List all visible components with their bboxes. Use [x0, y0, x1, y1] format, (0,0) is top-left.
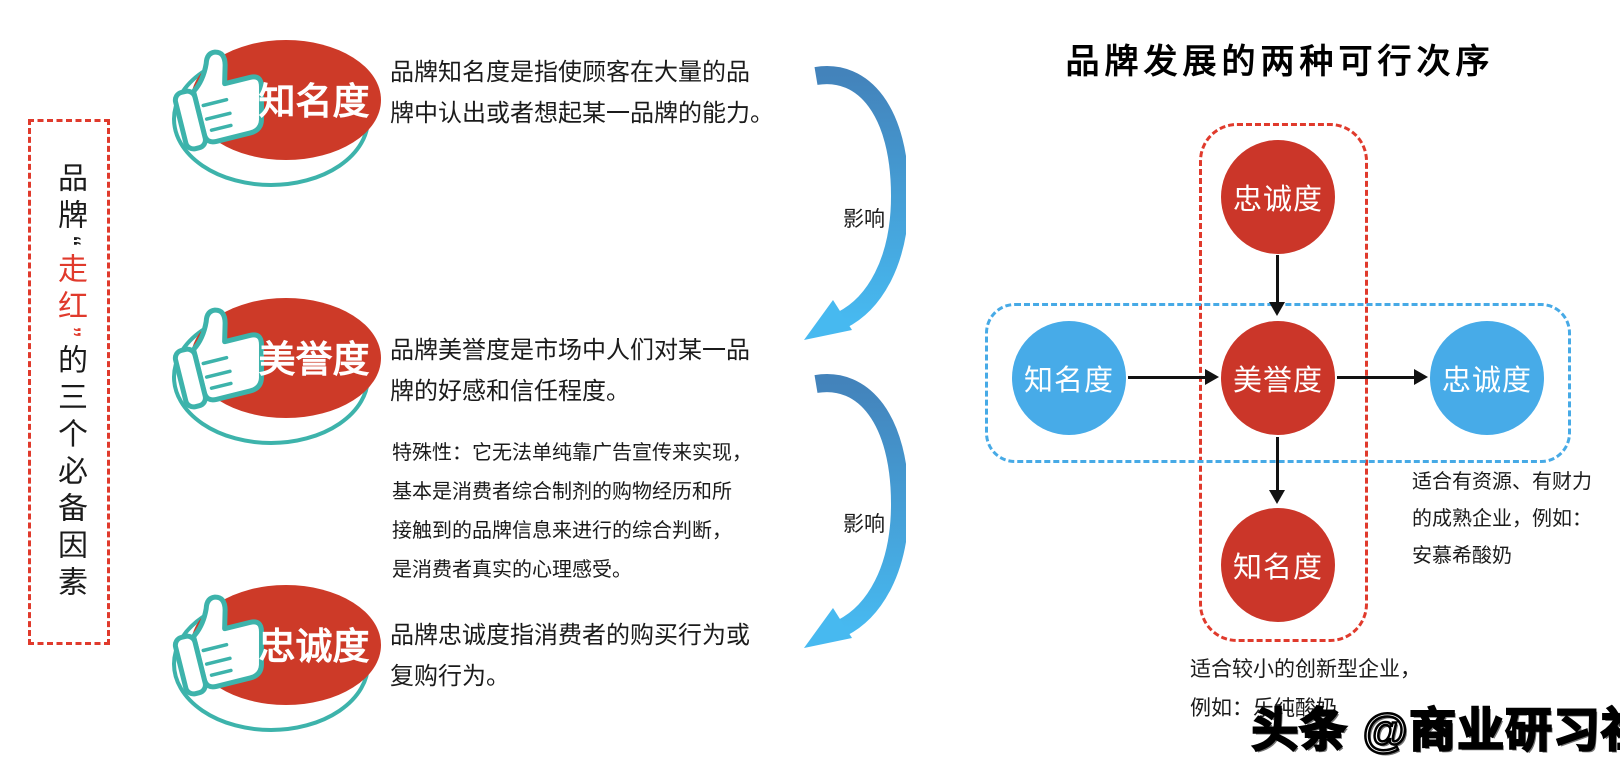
open-quote: “ — [53, 235, 86, 253]
node-label: 忠诚度 — [1232, 184, 1323, 216]
node-reputation-center: 美誉度 — [1221, 321, 1335, 435]
arrowhead — [1205, 369, 1219, 385]
node-label: 知名度 — [1023, 365, 1114, 397]
right-panel-title: 品牌发展的两种可行次序 — [1065, 43, 1495, 81]
node-loyalty-top: 忠诚度 — [1221, 140, 1335, 254]
badge-label: 知名度 — [259, 81, 370, 122]
vertical-path-outline — [1199, 123, 1368, 642]
reputation-badge: 美誉度 — [172, 298, 381, 445]
badge-label: 美誉度 — [259, 339, 370, 380]
arrow-down-icon — [1269, 437, 1285, 504]
awareness-description: 品牌知名度是指使顾客在大量的品 牌中认出或者想起某一品牌的能力。 — [390, 59, 774, 127]
node-label: 知名度 — [1232, 552, 1323, 584]
close-quote: ” — [53, 326, 86, 344]
arrowhead — [1414, 369, 1428, 385]
loyalty-badge: 忠诚度 — [172, 585, 381, 732]
node-label: 美誉度 — [1232, 365, 1323, 397]
vertical-title-box: 品牌“走红”的三个必备因素 — [28, 119, 110, 645]
thumbs-up-icon — [172, 594, 264, 697]
vertical-title-suffix: 的三个必备因素 — [53, 343, 86, 603]
awareness-badge: 知名度 — [172, 40, 381, 187]
thumbs-up-icon — [172, 49, 264, 152]
arrow-down-icon — [1269, 255, 1285, 316]
influence-label: 影响 — [843, 208, 885, 231]
thumbs-up-icon — [172, 307, 264, 410]
arrow-right-icon — [1337, 369, 1428, 385]
horizontal-path-note: 适合有资源、有财力 的成熟企业，例如： 安慕希酸奶 — [1412, 471, 1592, 567]
arrowhead — [1269, 490, 1285, 504]
vertical-path-note: 适合较小的创新型企业， 例如：乐纯酸奶 — [1190, 658, 1421, 720]
vertical-title: 品牌“走红”的三个必备因素 — [53, 161, 86, 603]
influence-label: 影响 — [843, 513, 885, 536]
reputation-note: 特殊性：它无法单纯靠广告宣传来实现， 基本是消费者综合制剂的购物经历和所 接触到… — [392, 442, 752, 581]
node-loyalty-right: 忠诚度 — [1430, 321, 1544, 435]
node-label: 忠诚度 — [1441, 365, 1532, 397]
arrow-right-icon — [1128, 369, 1219, 385]
influence-arrow-icon — [804, 66, 906, 340]
arrowhead — [1269, 302, 1285, 316]
influence-arrow-icon — [804, 374, 906, 648]
badge-label: 忠诚度 — [259, 626, 370, 667]
loyalty-description: 品牌忠诚度指消费者的购买行为或 复购行为。 — [390, 622, 750, 690]
vertical-title-prefix: 品牌 — [53, 161, 86, 236]
watermark: 头条 @商业研习社 — [1251, 703, 1620, 758]
reputation-description: 品牌美誉度是市场中人们对某一品 牌的好感和信任程度。 — [390, 337, 750, 405]
node-awareness-left: 知名度 — [1012, 321, 1126, 435]
vertical-title-highlight: 走红 — [53, 252, 86, 327]
node-awareness-bottom: 知名度 — [1221, 508, 1335, 622]
